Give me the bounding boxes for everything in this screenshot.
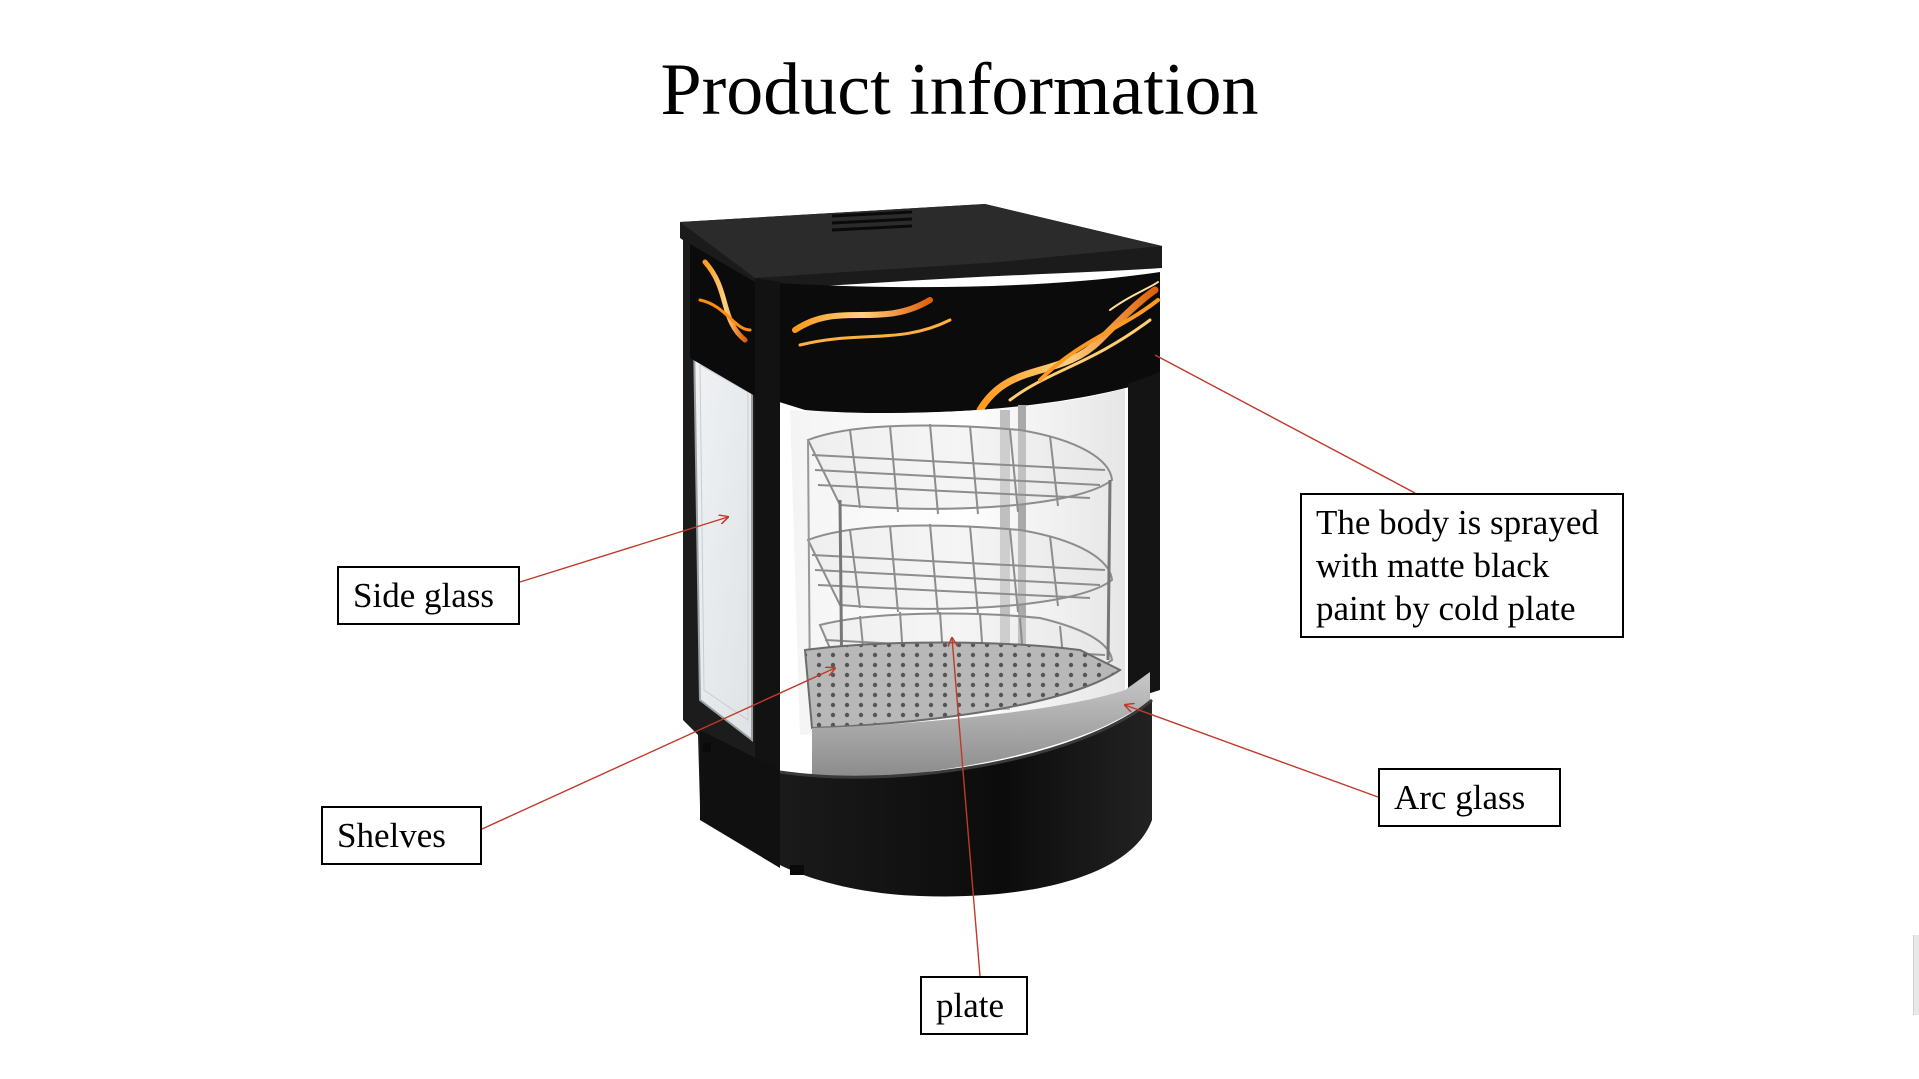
page-title: Product information	[660, 49, 1259, 131]
flame-graphic	[698, 259, 1160, 414]
left-header	[690, 244, 755, 396]
body-finish-line-3: paint by cold plate	[1316, 589, 1576, 628]
arc-glass-label: Arc glass	[1378, 768, 1561, 827]
shelves-label: Shelves	[321, 806, 482, 865]
floor-tray	[812, 672, 1150, 780]
edge-scroll-tab	[1913, 935, 1919, 1015]
side-glass	[692, 338, 753, 743]
front-right-pillar	[1128, 372, 1160, 700]
body-finish-label: The body is sprayed with matte black pai…	[1300, 493, 1624, 638]
top-vent	[831, 210, 913, 232]
body-finish-line-1: The body is sprayed	[1316, 503, 1599, 542]
plate-label: plate	[920, 976, 1028, 1035]
body-finish-line-2: with matte black	[1316, 546, 1550, 585]
front-header	[760, 272, 1160, 414]
side-glass-label: Side glass	[337, 566, 520, 625]
